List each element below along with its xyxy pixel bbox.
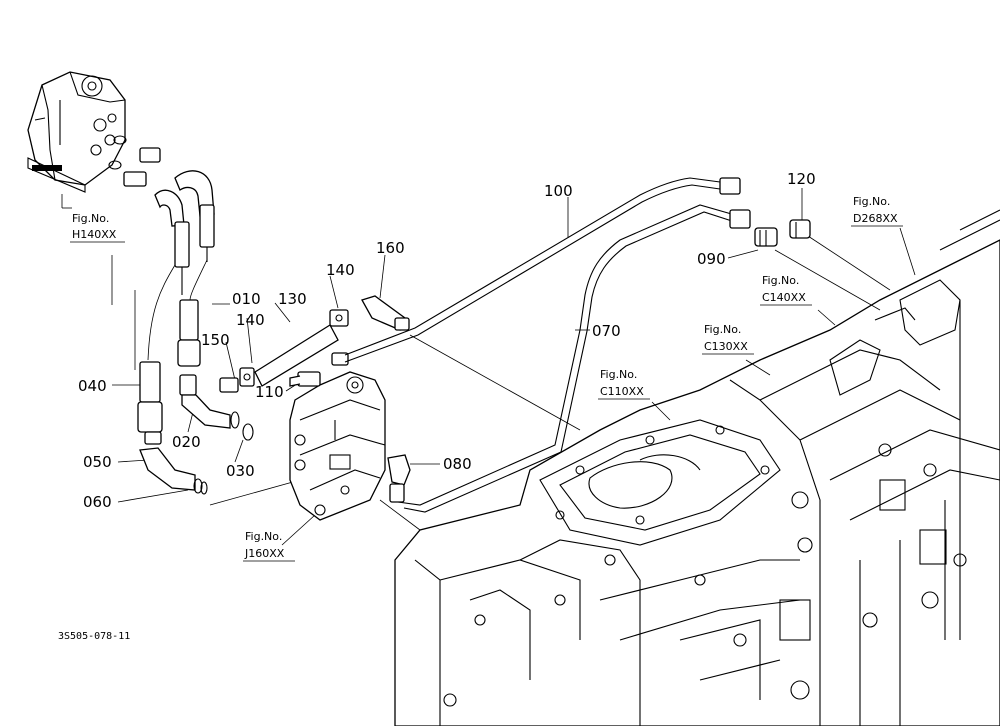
pipe-100 (344, 177, 721, 363)
part-label-030: 030 (226, 462, 255, 480)
part-label-060: 060 (83, 493, 112, 511)
transmission-housing (394, 209, 1000, 726)
fig-ref-c110: Fig.No. C110XX (598, 368, 650, 400)
part-label-140-upper: 140 (326, 261, 355, 279)
svg-text:Fig.No.: Fig.No. (853, 195, 890, 208)
hose-assembly (137, 299, 208, 495)
part-label-020: 020 (172, 433, 201, 451)
part-label-140-lower: 140 (236, 311, 265, 329)
part-label-080: 080 (443, 455, 472, 473)
steering-unit (27, 71, 126, 193)
svg-text:Fig.No.: Fig.No. (72, 212, 109, 225)
part-label-070: 070 (592, 322, 621, 340)
part-label-040: 040 (78, 377, 107, 395)
steering-fittings (108, 135, 215, 361)
part-label-160: 160 (376, 239, 405, 257)
figure-references: Fig.No. H140XX Fig.No. J160XX Fig.No. C1… (70, 195, 903, 562)
svg-text:C130XX: C130XX (704, 340, 748, 353)
svg-text:C110XX: C110XX (600, 385, 644, 398)
part-label-150: 150 (201, 331, 230, 349)
control-valve-block (289, 371, 386, 521)
part-label-100: 100 (544, 182, 573, 200)
svg-text:C140XX: C140XX (762, 291, 806, 304)
svg-text:J160XX: J160XX (244, 547, 285, 560)
pipe-070 (397, 204, 736, 513)
part-label-110: 110 (255, 383, 284, 401)
svg-text:D268XX: D268XX (853, 212, 898, 225)
svg-text:H140XX: H140XX (72, 228, 117, 241)
svg-text:Fig.No.: Fig.No. (600, 368, 637, 381)
drawing-code: 3S505-078-11 (58, 631, 130, 642)
fig-ref-c140: Fig.No. C140XX (760, 274, 812, 306)
svg-text:Fig.No.: Fig.No. (704, 323, 741, 336)
fig-ref-j160: Fig.No. J160XX (243, 530, 295, 562)
elbow-fitting-020 (179, 374, 254, 441)
part-label-130: 130 (278, 290, 307, 308)
fig-ref-c130: Fig.No. C130XX (702, 323, 754, 355)
part-label-050: 050 (83, 453, 112, 471)
part-label-090: 090 (697, 250, 726, 268)
elbow-fitting-080 (387, 454, 411, 503)
pipe-end-fittings (719, 177, 811, 247)
part-label-010: 010 (232, 290, 261, 308)
svg-text:Fig.No.: Fig.No. (245, 530, 282, 543)
part-label-120: 120 (787, 170, 816, 188)
leader-lines (61, 188, 916, 546)
fig-ref-d268: Fig.No. D268XX (851, 195, 903, 227)
upper-fittings (219, 295, 410, 393)
fig-ref-h140: Fig.No. H140XX (70, 212, 125, 243)
part-number-labels: 010 020 030 040 050 060 070 080 090 100 … (78, 170, 816, 511)
svg-text:Fig.No.: Fig.No. (762, 274, 799, 287)
